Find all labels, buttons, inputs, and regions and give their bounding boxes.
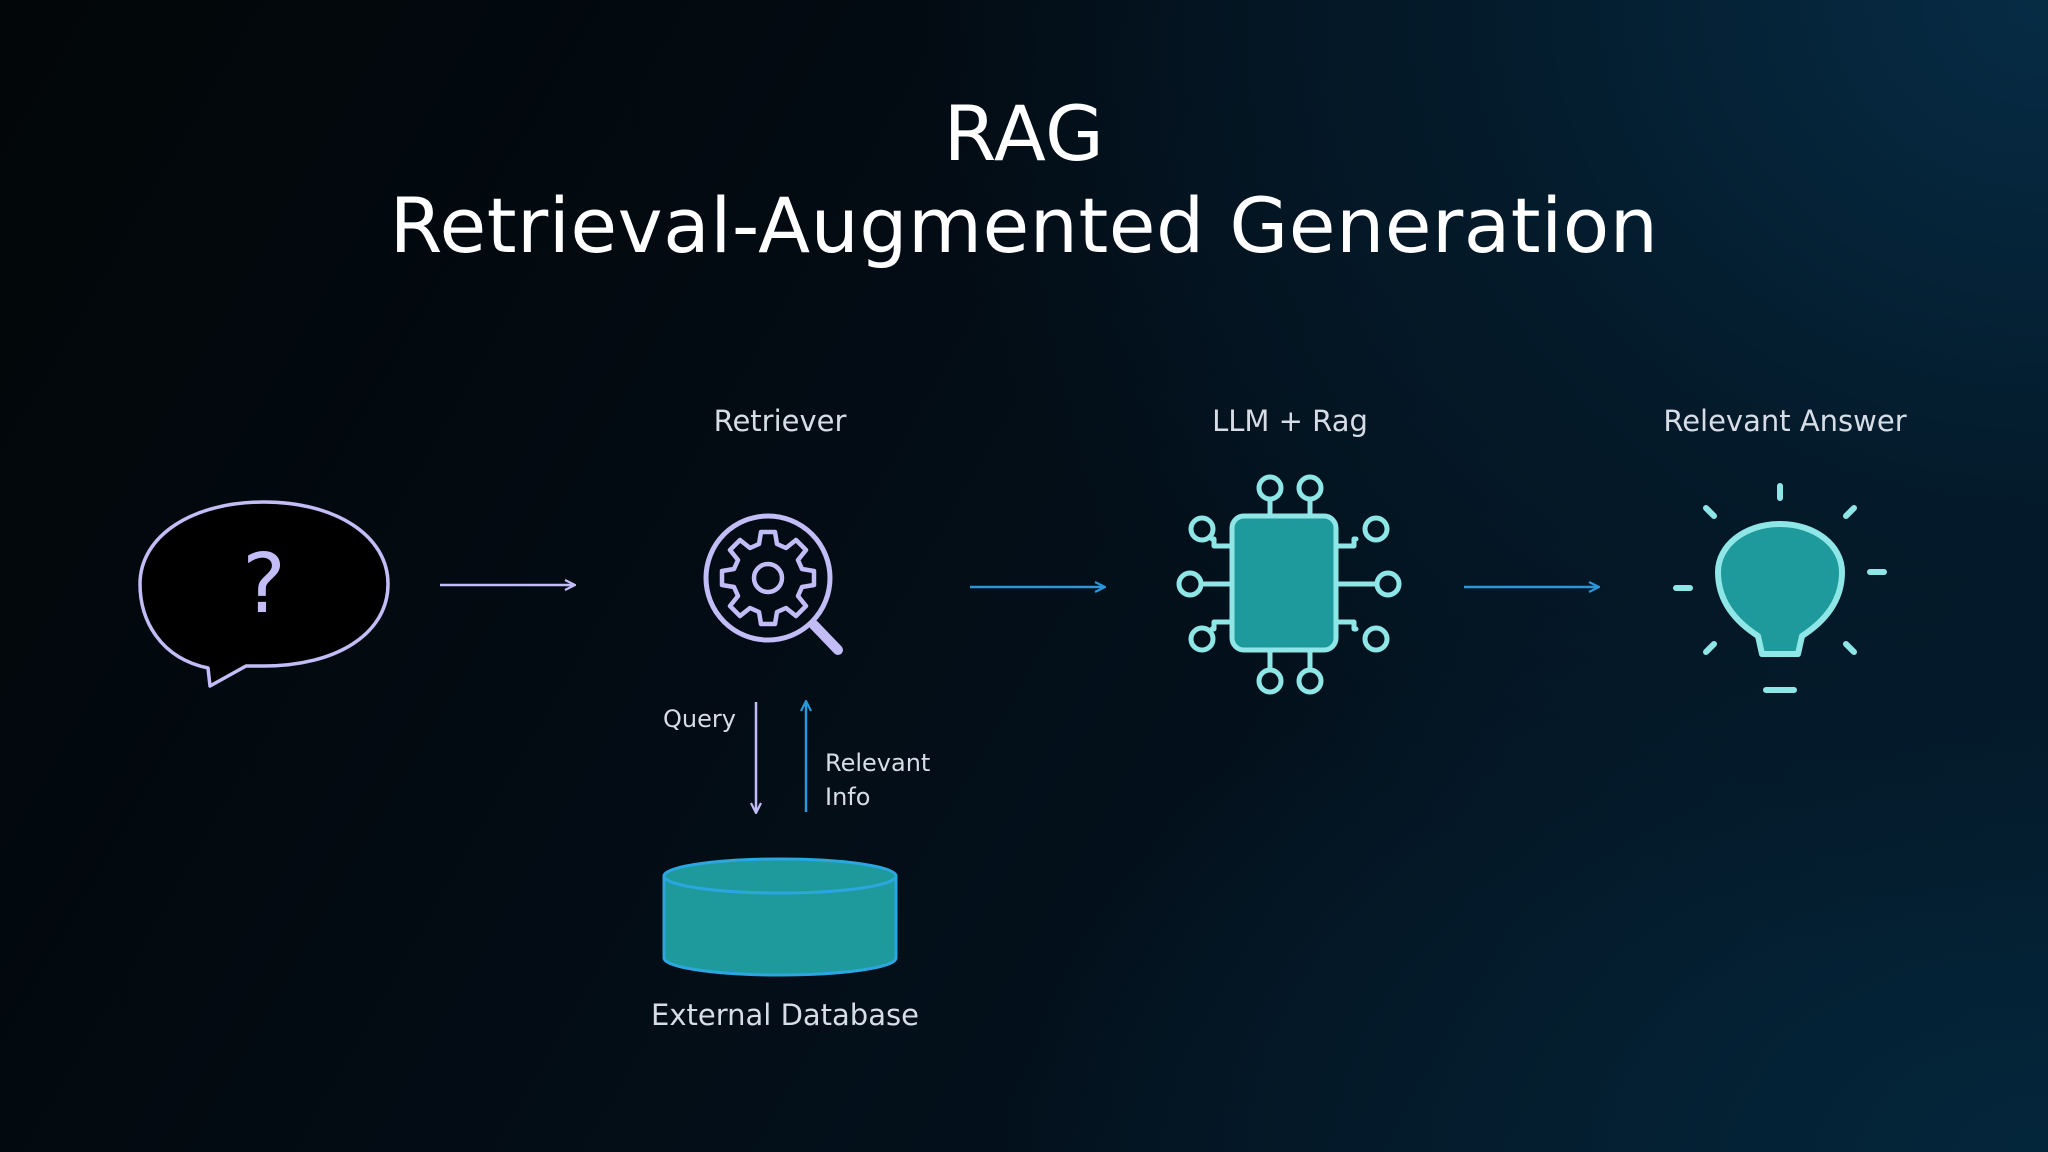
chip-circuit-icon [1176, 474, 1402, 695]
lightbulb-icon [1673, 483, 1887, 693]
llm-label: LLM + Rag [1212, 404, 1368, 438]
question-mark: ? [242, 537, 286, 632]
relevant-info-label: Relevant Info [825, 746, 930, 814]
query-label: Query [663, 705, 736, 733]
relevant-info-line1: Relevant [825, 749, 931, 777]
gear-magnifier-icon [703, 513, 843, 655]
title-subtitle: Retrieval-Augmented Generation [389, 181, 1659, 270]
relevant-info-line2: Info [825, 783, 871, 811]
title-rag: RAG [943, 89, 1105, 178]
answer-label: Relevant Answer [1663, 404, 1907, 438]
speech-bubble-question-icon: ? [138, 500, 390, 688]
database-cylinder-icon [662, 857, 898, 977]
database-label: External Database [651, 998, 919, 1032]
title-block: RAG Retrieval-Augmented Generation [0, 88, 2048, 272]
retriever-label: Retriever [713, 404, 847, 438]
